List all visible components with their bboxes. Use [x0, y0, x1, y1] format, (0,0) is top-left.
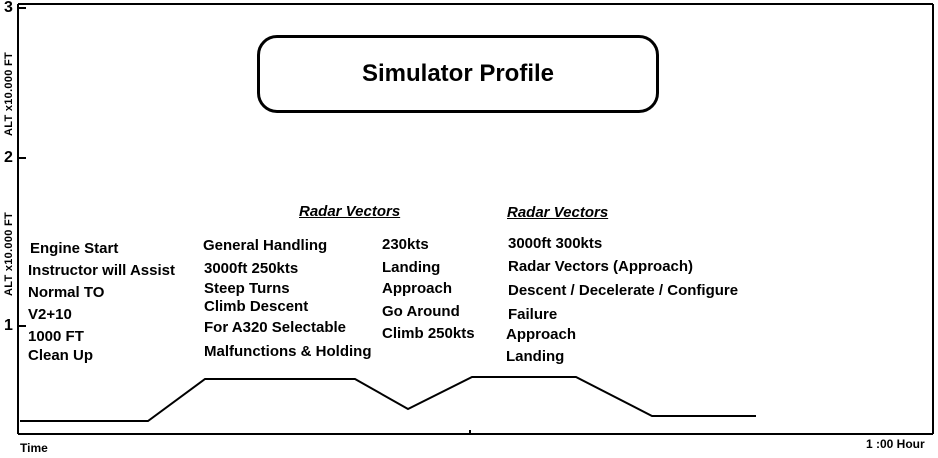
annotation-item: Landing: [506, 348, 565, 365]
annotation-item: Malfunctions & Holding: [204, 343, 372, 360]
y-tick-2: 2: [4, 149, 13, 166]
annotation-item: Steep Turns: [204, 280, 290, 297]
flight-profile-line: [20, 376, 756, 422]
annotation-item: V2+10: [28, 306, 72, 323]
y-axis-label-upper: ALT x10.000 FT: [3, 51, 15, 136]
annotation-item: Descent / Decelerate / Configure: [508, 282, 739, 299]
annotation-item: 1000 FT: [28, 328, 84, 345]
x-axis-start-label: Time: [20, 441, 48, 455]
phase-label-radar-vectors-1: Radar Vectors: [299, 203, 401, 220]
phase-label-radar-vectors-2: Radar Vectors: [507, 204, 609, 221]
annotation-item: Normal TO: [28, 284, 105, 301]
y-tick-1: 1: [4, 317, 13, 334]
annotation-item: General Handling: [203, 237, 328, 254]
annotation-item: Failure: [508, 306, 558, 323]
annotation-item: Climb 250kts: [382, 325, 475, 342]
annotation-item: Instructor will Assist: [28, 262, 175, 279]
x-axis-end-label: 1 :00 Hour: [866, 437, 925, 451]
annotation-item: Approach: [506, 326, 577, 343]
annotation-item: Landing: [382, 259, 441, 276]
annotation-item: Clean Up: [28, 347, 94, 364]
annotation-item: For A320 Selectable: [204, 319, 347, 336]
annotation-item: Radar Vectors (Approach): [508, 258, 694, 275]
annotation-item: Go Around: [382, 303, 460, 320]
annotation-item: 3000ft 300kts: [508, 235, 603, 252]
annotation-item: Climb Descent: [204, 298, 309, 315]
annotation-item: 3000ft 250kts: [204, 260, 299, 277]
annotation-item: Engine Start: [30, 240, 119, 257]
title-box: Simulator Profile: [257, 35, 659, 113]
annotation-item: Approach: [382, 280, 453, 297]
y-axis-label-lower: ALT x10.000 FT: [3, 211, 15, 296]
annotation-item: 230kts: [382, 236, 429, 253]
y-tick-3: 3: [4, 0, 13, 16]
diagram-title: Simulator Profile: [361, 60, 555, 87]
